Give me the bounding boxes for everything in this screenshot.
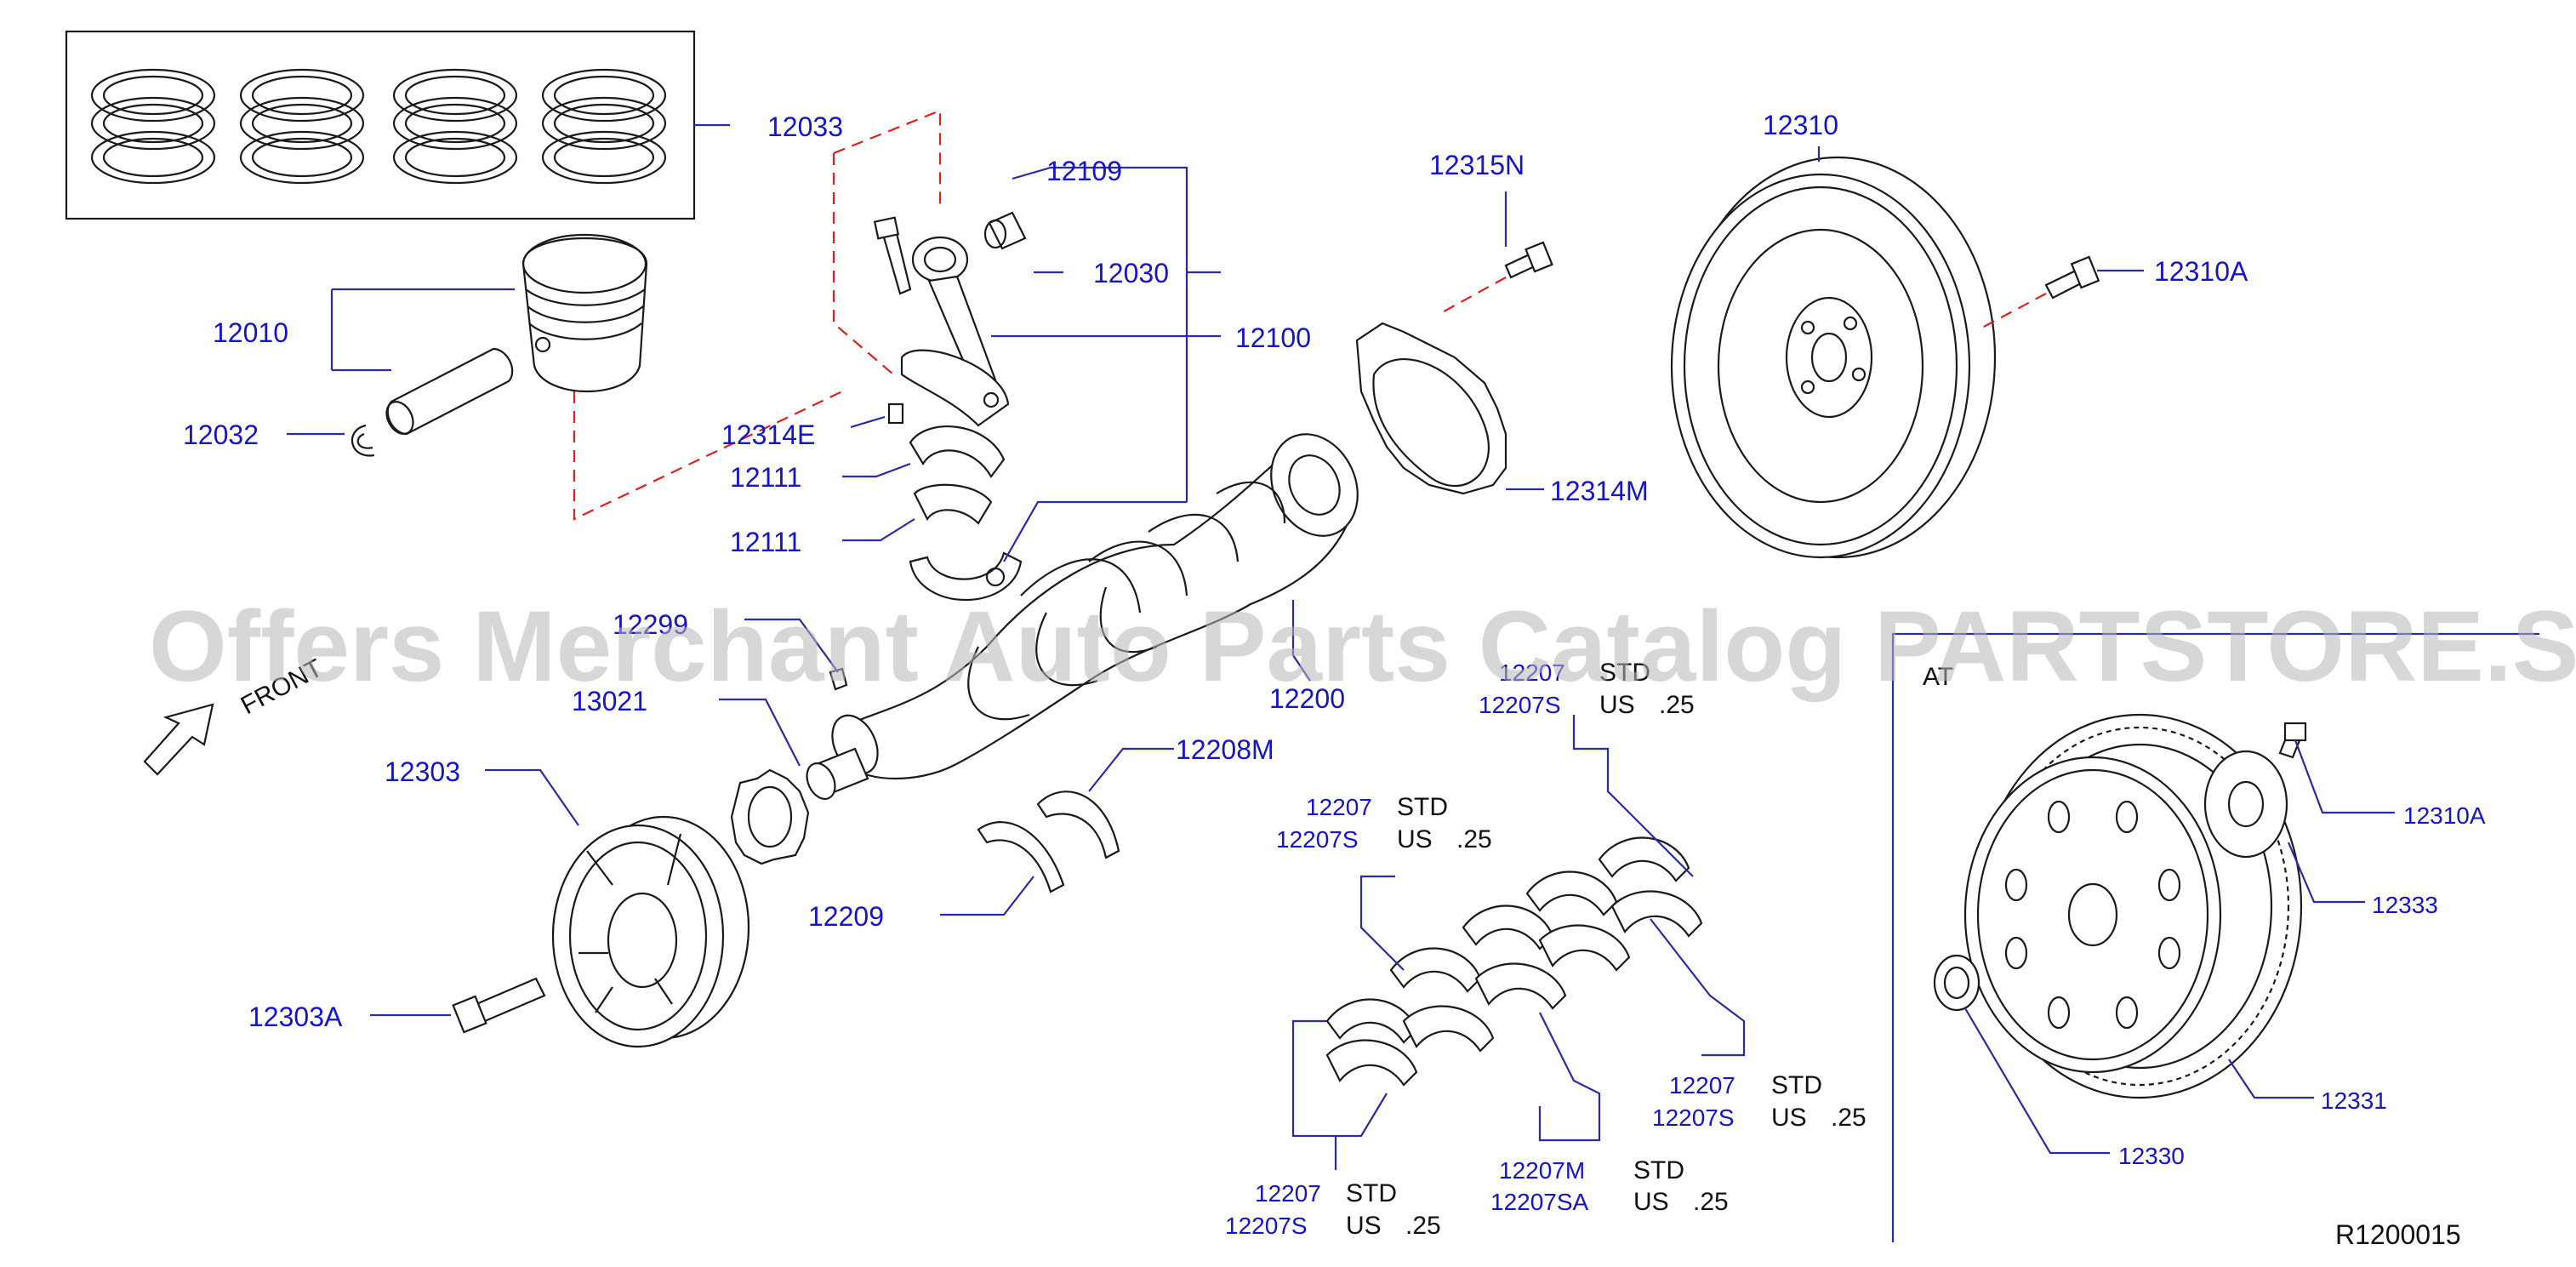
- crank-key[interactable]: [829, 667, 848, 691]
- bearing-group-4[interactable]: 12207M 12207SA STD US .25: [1490, 1156, 1729, 1216]
- main-bearings[interactable]: [1325, 836, 1703, 1087]
- piston-pin-bushing[interactable]: [983, 211, 1027, 250]
- piston[interactable]: [521, 233, 648, 393]
- signal-plate-bolt[interactable]: [1504, 241, 1553, 279]
- bearing-part: 12207: [1306, 794, 1372, 820]
- bearing-us-size: .25: [1659, 691, 1695, 719]
- label-12310A-top[interactable]: 12310A: [2154, 256, 2248, 287]
- thrust-washer-upper[interactable]: [1036, 790, 1120, 859]
- bearing-alt-part: 12207S: [1652, 1104, 1735, 1131]
- drive-plate-bolt[interactable]: [2278, 722, 2307, 759]
- bearing-alt-part: 12207S: [1276, 826, 1359, 853]
- bearing-us-size: .25: [1693, 1188, 1729, 1216]
- label-12111-lower[interactable]: 12111: [730, 527, 801, 557]
- bearing-us: US: [1346, 1212, 1382, 1240]
- label-12299[interactable]: 12299: [613, 609, 688, 640]
- bearing-part: 12207M: [1499, 1157, 1585, 1184]
- crank-sprocket[interactable]: [730, 768, 810, 865]
- bearing-part: 12207: [1669, 1072, 1735, 1099]
- bearing-us-size: .25: [1831, 1104, 1866, 1132]
- bearing-us: US: [1599, 691, 1635, 719]
- bearing-group-3[interactable]: 12207 12207S STD US .25: [1479, 659, 1695, 719]
- label-12109[interactable]: 12109: [1046, 156, 1122, 186]
- signal-plate[interactable]: [1355, 322, 1507, 495]
- bearing-us-size: .25: [1405, 1212, 1441, 1240]
- piston-ring-set[interactable]: [65, 30, 696, 220]
- at-label: AT: [1923, 663, 1953, 691]
- rod-bolt[interactable]: [873, 216, 912, 295]
- label-13021[interactable]: 13021: [572, 686, 647, 716]
- label-12111-upper[interactable]: 12111: [730, 462, 801, 493]
- snap-ring[interactable]: [350, 424, 375, 457]
- label-12315N[interactable]: 12315N: [1429, 150, 1525, 180]
- label-12310[interactable]: 12310: [1763, 110, 1838, 140]
- label-12303[interactable]: 12303: [385, 756, 460, 787]
- thrust-washer-lower[interactable]: [977, 821, 1065, 893]
- label-12033[interactable]: 12033: [767, 111, 843, 142]
- label-12333[interactable]: 12333: [2372, 892, 2438, 918]
- bearing-us-size: .25: [1456, 825, 1492, 853]
- bearing-us: US: [1633, 1188, 1669, 1216]
- bearing-std: STD: [1397, 793, 1448, 821]
- bearing-group-1[interactable]: 12207 12207S STD US .25: [1225, 1179, 1441, 1240]
- bearing-us: US: [1397, 825, 1433, 853]
- bearing-group-5[interactable]: 12207 12207S STD US .25: [1652, 1071, 1866, 1132]
- label-12209[interactable]: 12209: [808, 901, 884, 932]
- bearing-std: STD: [1599, 659, 1650, 687]
- pilot-converter[interactable]: [1933, 954, 1980, 1012]
- bearing-part: 12207: [1499, 659, 1565, 686]
- bearing-part: 12207: [1255, 1180, 1321, 1207]
- bearing-us: US: [1771, 1104, 1807, 1132]
- bearing-group-2[interactable]: 12207 12207S STD US .25: [1276, 793, 1492, 853]
- piston-pin[interactable]: [381, 347, 514, 438]
- label-12310A-at[interactable]: 12310A: [2403, 802, 2486, 829]
- rod-cap[interactable]: [909, 551, 1023, 602]
- label-12032[interactable]: 12032: [183, 419, 259, 450]
- label-12314M[interactable]: 12314M: [1550, 476, 1649, 506]
- connecting-rod[interactable]: [900, 236, 1010, 427]
- label-12330[interactable]: 12330: [2118, 1143, 2185, 1169]
- label-12010[interactable]: 12010: [213, 317, 288, 348]
- flywheel-bolt[interactable]: [2044, 255, 2100, 300]
- label-12303A[interactable]: 12303A: [248, 1002, 343, 1032]
- label-12208M[interactable]: 12208M: [1176, 734, 1274, 765]
- label-12100[interactable]: 12100: [1235, 322, 1311, 353]
- watermark: Offers Merchant Auto Parts Catalog PARTS…: [149, 591, 2576, 703]
- bearing-alt-part: 12207S: [1225, 1213, 1308, 1239]
- crank-pulley[interactable]: [551, 815, 750, 1048]
- label-12331[interactable]: 12331: [2321, 1087, 2387, 1114]
- crankshaft[interactable]: [801, 420, 1374, 804]
- bearing-alt-part: 12207SA: [1490, 1189, 1589, 1215]
- label-12200[interactable]: 12200: [1269, 683, 1345, 714]
- bearing-alt-part: 12207S: [1479, 692, 1561, 718]
- pulley-bolt[interactable]: [452, 977, 546, 1034]
- flywheel[interactable]: [1670, 156, 1997, 559]
- rod-bearing-lower[interactable]: [913, 483, 993, 525]
- label-12030[interactable]: 12030: [1093, 258, 1169, 288]
- reinforcement-plate[interactable]: [2203, 750, 2288, 859]
- bearing-std: STD: [1633, 1156, 1684, 1184]
- label-12314E[interactable]: 12314E: [721, 419, 815, 450]
- reference-code: R1200015: [2335, 1219, 2461, 1250]
- rod-dowel[interactable]: [887, 402, 904, 425]
- front-arrow-icon: [143, 703, 214, 776]
- bearing-std: STD: [1346, 1179, 1397, 1207]
- bearing-std: STD: [1771, 1071, 1822, 1099]
- rod-bearing-upper[interactable]: [909, 425, 1006, 478]
